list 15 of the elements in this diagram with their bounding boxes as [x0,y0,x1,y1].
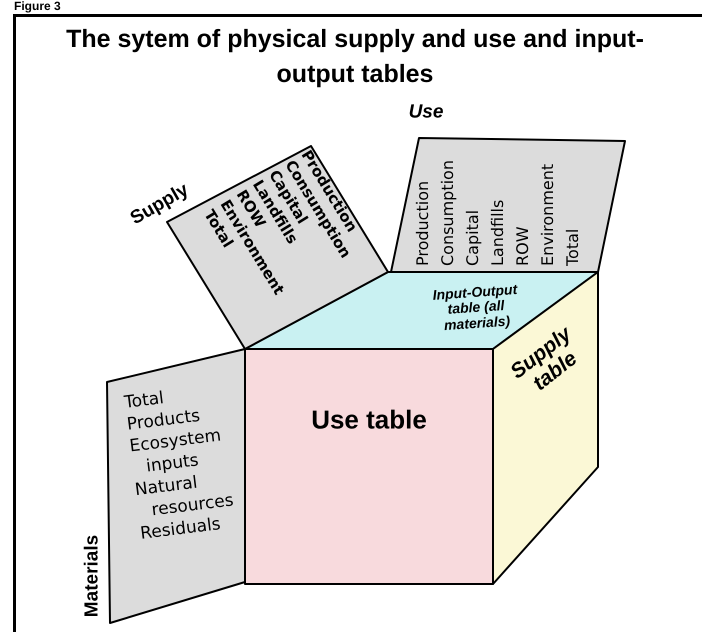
row-label: Environment [537,162,558,266]
face-title: Use table [311,406,427,434]
row-label: Production [412,180,433,266]
figure-number: Figure 3 [14,0,61,13]
face-title: Input-Output table (all materials) [431,281,518,333]
row-label: Total [562,228,583,266]
panel-heading: Use [408,102,444,124]
row-label: Capital [462,208,483,266]
row-label: Total [123,387,165,413]
row-label: Residuals [139,514,222,545]
diagram-title: The sytem of physical supply and use and input-output tables [65,24,645,90]
panel-heading: Materials [82,534,104,618]
row-label: Landfills [487,198,508,266]
row-label: Consumption [437,160,458,266]
row-label: ROW [512,225,533,266]
